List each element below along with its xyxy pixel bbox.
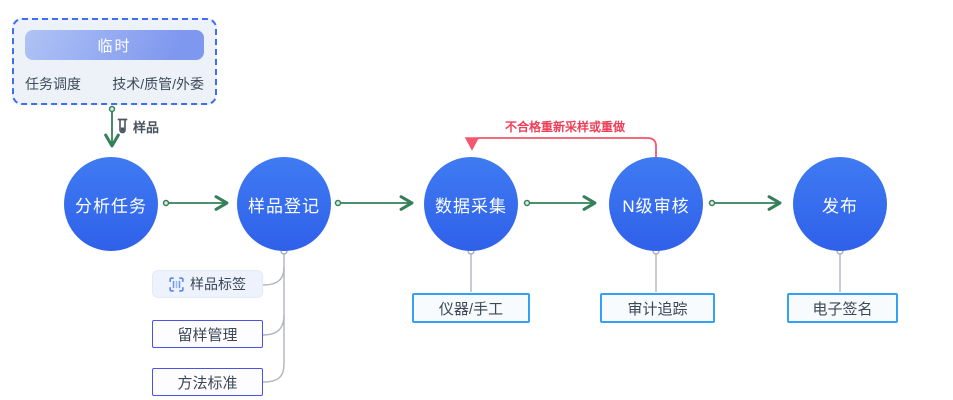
source-panel-item-tech-qc: 技术/质管/外委 xyxy=(112,76,204,92)
stage-label: 数据采集 xyxy=(435,196,507,216)
chip-label: 仪器/手工 xyxy=(438,300,504,318)
flow-arrows xyxy=(104,111,782,211)
attachment-connectors xyxy=(262,251,841,383)
chip-sample-label: 样品标签 xyxy=(152,270,263,298)
stage-node-n-level-review: N级审核 xyxy=(609,157,703,251)
connector-registration-tree xyxy=(262,251,285,383)
stage-label: 分析任务 xyxy=(75,196,147,216)
chip-label: 方法标准 xyxy=(177,374,238,392)
test-tube-icon xyxy=(117,118,128,134)
sample-tag: 样品 xyxy=(116,117,159,136)
chip-label: 电子签名 xyxy=(812,300,873,318)
stage-node-data-collection: 数据采集 xyxy=(424,157,518,251)
chip-label: 样品标签 xyxy=(190,276,246,292)
connector-branch-retention xyxy=(262,314,285,336)
stage-label: N级审核 xyxy=(622,196,690,216)
chip-method-standard: 方法标准 xyxy=(152,368,263,396)
barcode-scan-icon xyxy=(169,276,184,292)
reject-loop-label: 不合格重新采样或重做 xyxy=(504,120,625,134)
chip-label: 留样管理 xyxy=(177,326,238,344)
chip-label: 审计追踪 xyxy=(627,300,688,318)
chip-audit-trail: 审计追踪 xyxy=(600,293,715,323)
stage-node-analysis-task: 分析任务 xyxy=(64,157,158,251)
source-panel-items: 任务调度 技术/质管/外委 xyxy=(14,74,215,94)
stage-node-publish: 发布 xyxy=(793,157,887,251)
stage-node-sample-registration: 样品登记 xyxy=(237,157,331,251)
flow-arrow-start-dots xyxy=(108,105,716,207)
source-panel: 临时 任务调度 技术/质管/外委 xyxy=(12,18,217,105)
chip-sample-retention: 留样管理 xyxy=(152,320,263,348)
attachment-connector-dots xyxy=(280,247,844,255)
connector-branch-sample-label xyxy=(262,266,285,286)
source-panel-item-scheduling: 任务调度 xyxy=(25,76,81,92)
chip-instrument-manual: 仪器/手工 xyxy=(412,293,530,323)
stage-label: 发布 xyxy=(822,196,858,216)
stage-label: 样品登记 xyxy=(248,196,320,216)
source-panel-header: 临时 xyxy=(25,30,204,60)
sample-tag-label: 样品 xyxy=(133,120,160,135)
reject-loop-arrow xyxy=(464,137,657,159)
chip-e-signature: 电子签名 xyxy=(787,293,898,323)
